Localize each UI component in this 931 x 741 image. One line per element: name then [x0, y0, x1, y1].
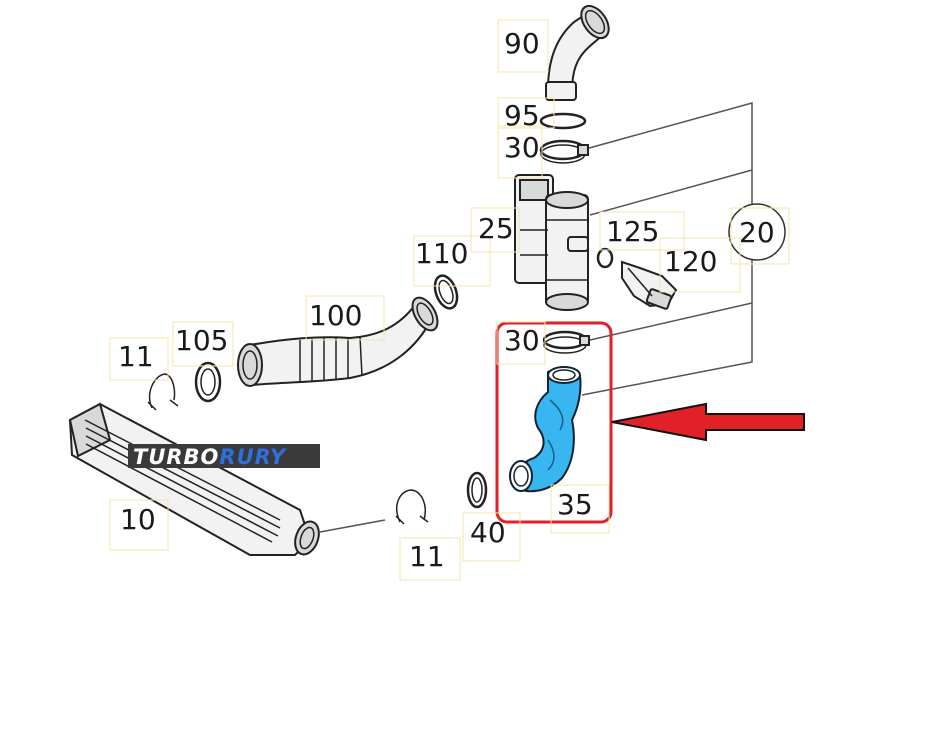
callout-30-top: 30	[504, 131, 540, 164]
callout-40: 40	[470, 516, 506, 549]
part-105-seal-ring	[194, 361, 222, 403]
callout-boxes	[109, 19, 790, 581]
part-110-seal-ring	[433, 274, 459, 310]
part-25-sensor-housing	[514, 174, 589, 311]
callout-95: 95	[504, 99, 540, 132]
svg-text:TURBORURY: TURBORURY	[133, 445, 287, 469]
callout-30-mid: 30	[504, 324, 540, 357]
callout-20-circle	[728, 203, 786, 261]
callout-11-bottom: 11	[409, 540, 445, 573]
callout-20: 20	[739, 216, 775, 249]
part-11-clip-bottom	[395, 489, 429, 525]
part-90-elbow-hose	[545, 4, 610, 101]
callout-100: 100	[309, 299, 362, 332]
callout-11-left: 11	[118, 340, 154, 373]
callout-35: 35	[557, 488, 593, 521]
callout-10: 10	[120, 503, 156, 536]
callout-125: 125	[606, 215, 659, 248]
highlight-frame	[495, 321, 613, 524]
part-10-intercooler	[68, 402, 386, 556]
callout-25: 25	[478, 212, 514, 245]
part-30-clamp-top	[539, 139, 589, 164]
watermark-part2: RURY	[219, 445, 286, 469]
watermark-part1: TURBO	[133, 445, 219, 469]
callout-90: 90	[504, 27, 540, 60]
part-125-small-seal	[596, 247, 614, 269]
part-35-highlighted-hose	[509, 366, 582, 493]
callout-110: 110	[415, 237, 468, 270]
part-95-seal-ring	[539, 112, 587, 130]
callout-numbers: 90 95 30 25 125 20 110 120 100 105 11 30…	[118, 27, 775, 573]
callout-120: 120	[664, 245, 717, 278]
part-40-seal-ring	[466, 471, 488, 509]
part-11-clip-left	[147, 373, 179, 411]
callout-105: 105	[175, 324, 228, 357]
turborury-watermark: TURBORURY	[128, 444, 320, 469]
part-120-sensor	[621, 260, 678, 310]
pointer-arrow	[611, 402, 805, 442]
part-100-corrugated-hose	[237, 296, 439, 387]
part-30-clamp-middle	[542, 330, 590, 354]
